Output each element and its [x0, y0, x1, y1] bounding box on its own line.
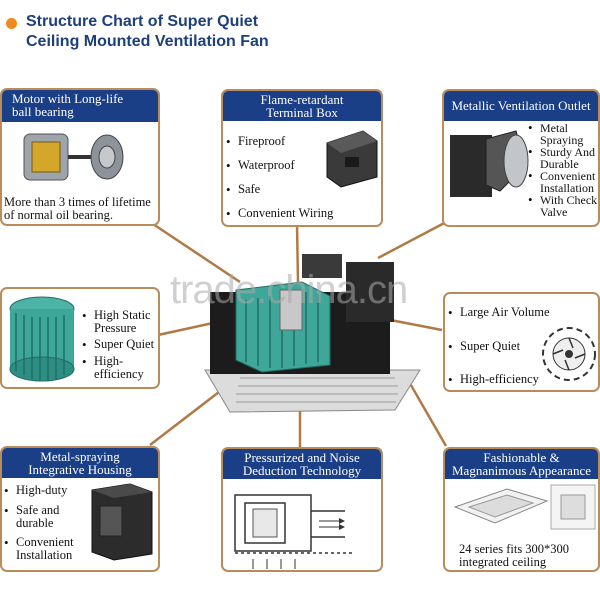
impeller-image: [9, 296, 75, 382]
fan-motor: [279, 289, 303, 331]
watermark-text: trade.china.cn: [170, 268, 408, 312]
box-motor-body: More than 3 times of lifetime of normal …: [2, 122, 158, 224]
box-terminal-header: Flame-retardant Terminal Box: [223, 91, 381, 121]
fan-outlet: [346, 262, 394, 322]
box-terminal-list: Fireproof Waterproof Safe Convenient Wir…: [226, 135, 333, 221]
box-pressure-header: Pressurized and Noise Deduction Technolo…: [223, 449, 381, 479]
box-appearance-body: 24 series fits 300*300 integrated ceilin…: [445, 479, 598, 570]
box-pressure: Pressurized and Noise Deduction Technolo…: [221, 447, 383, 572]
list-item: High-efficiency: [82, 355, 154, 381]
list-item: Super Quiet: [82, 338, 154, 352]
box-housing-header: Metal-spraying Integrative Housing: [2, 448, 158, 478]
connector-motor: [149, 220, 241, 284]
list-item: Waterproof: [226, 159, 333, 173]
box-motor-header: Motor with Long-life ball bearing: [2, 90, 158, 122]
box-terminal-body: Fireproof Waterproof Safe Convenient Wir…: [223, 121, 381, 225]
box-motor-note: More than 3 times of lifetime of normal …: [4, 195, 151, 222]
list-item: Super Quiet: [448, 340, 550, 354]
fan-grille: [204, 369, 421, 413]
housing-image: [91, 483, 153, 561]
box-appearance-header: Fashionable & Magnanimous Appearance: [445, 449, 598, 479]
connector-outlet: [377, 218, 451, 260]
box-appearance-note: 24 series fits 300*300 integrated ceilin…: [459, 542, 570, 569]
page-title: Structure Chart of Super Quiet Ceiling M…: [26, 12, 269, 52]
title-line-1: Structure Chart of Super Quiet: [26, 13, 259, 30]
list-item: Large Air Volume: [448, 306, 550, 320]
terminal-box-image: [326, 130, 378, 188]
central-fan-illustration: [204, 254, 421, 413]
title-line-2: Ceiling Mounted Ventilation Fan: [26, 33, 269, 50]
box-volume: Large Air Volume Super Quiet High-effici…: [443, 292, 600, 392]
box-outlet-header: Metallic Ventilation Outlet: [444, 91, 598, 121]
box-motor: Motor with Long-life ball bearing More t…: [0, 88, 160, 226]
list-item: High-duty: [4, 484, 74, 498]
pressure-diagram: [234, 494, 353, 569]
motor-image: [23, 133, 124, 181]
list-item: Safe: [226, 183, 333, 197]
airflow-image: [542, 327, 596, 381]
list-item: Convenient Wiring: [226, 207, 333, 221]
connector-appearance: [406, 379, 448, 447]
connector-terminal: [295, 224, 300, 283]
list-item: High-efficiency: [448, 373, 550, 387]
title-bullet-icon: [6, 18, 17, 29]
box-terminal: Flame-retardant Terminal Box Fireproof W…: [221, 89, 383, 227]
box-housing: Metal-spraying Integrative Housing High-…: [0, 446, 160, 572]
outlet-image: [450, 130, 529, 197]
box-outlet: Metallic Ventilation Outlet MetalSprayin…: [442, 89, 600, 227]
box-appearance: Fashionable & Magnanimous Appearance 24 …: [443, 447, 600, 572]
box-volume-list: Large Air Volume Super Quiet High-effici…: [448, 306, 550, 387]
list-item: Fireproof: [226, 135, 333, 149]
fan-terminal-box: [302, 254, 342, 278]
appearance-image: [453, 484, 596, 530]
